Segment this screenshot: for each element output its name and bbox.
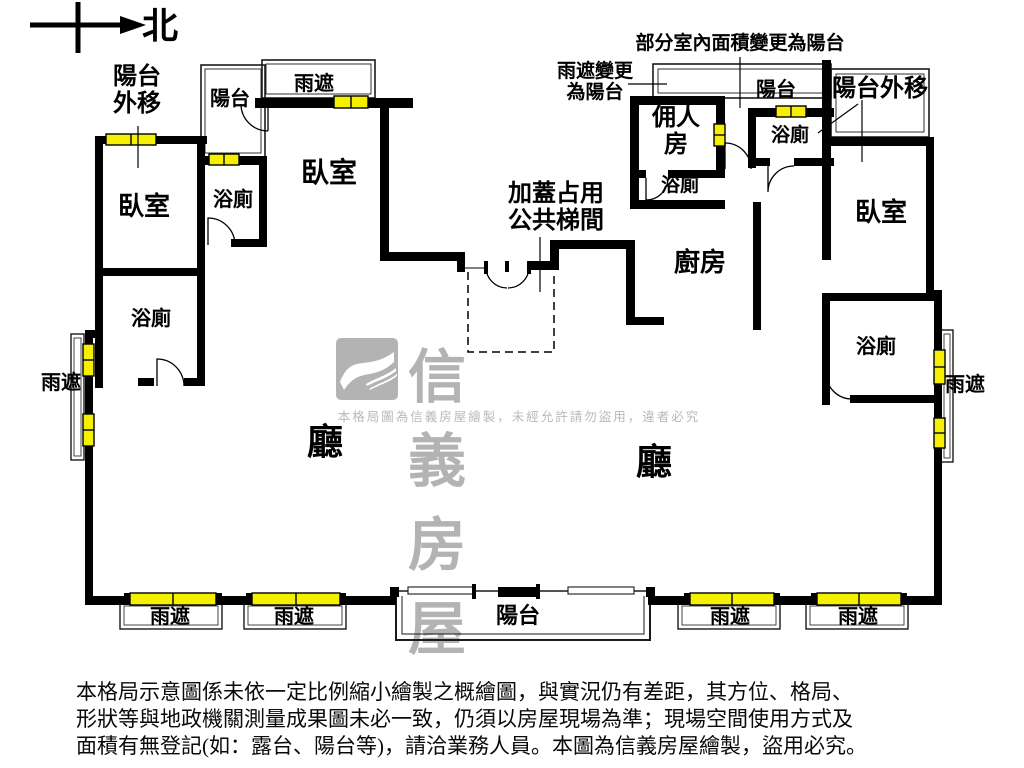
- label-bathroom-top-left: 浴廁: [213, 189, 253, 211]
- label-kitchen: 廚房: [674, 248, 727, 277]
- label-rainshade-left: 雨遮: [41, 372, 81, 394]
- label-rainshade-bottom-2: 雨遮: [274, 606, 314, 628]
- label-occupied-stairwell: 加蓋占用 公共梯間: [508, 181, 604, 234]
- compass-icon: [30, 2, 146, 53]
- label-balcony-moved-out-left: 陽台 外移: [113, 64, 161, 117]
- label-bedroom-top-left: 臥室: [118, 192, 171, 221]
- label-hall-left: 廳: [307, 422, 344, 462]
- disclaimer-line-1: 本格局示意圖係未依一定比例縮小繪製之概繪圖，與實況仍有差距，其方位、格局、: [76, 680, 853, 704]
- label-rainshade-bottom-4: 雨遮: [838, 606, 878, 628]
- label-balcony-moved-out-right: 陽台外移: [832, 76, 928, 102]
- label-bathroom-right-lower: 浴廁: [856, 336, 896, 358]
- label-balcony-top-right: 陽台: [756, 79, 796, 101]
- label-bathroom-upper-right: 浴廁: [771, 125, 810, 146]
- disclaimer-line-3: 面積有無登記(如：露台、陽台等)，請洽業務人員。本圖為信義房屋繪製，盜用必究。: [76, 734, 867, 758]
- leader-lines: [137, 57, 863, 292]
- label-bedroom-center: 臥室: [301, 158, 358, 189]
- label-rainshade-bottom-3: 雨遮: [710, 606, 750, 628]
- walls: [85, 60, 942, 605]
- disclaimer-line-2: 形狀等與地政機關測量成果圖未必一致，仍須以房屋現場為準；現場空間使用方式及: [76, 707, 853, 731]
- windows: [82, 95, 946, 606]
- north-label: 北: [142, 6, 179, 46]
- label-rainshade-right: 雨遮: [945, 374, 985, 396]
- label-bathroom-left-lower: 浴廁: [131, 308, 171, 330]
- balcony-outline: [390, 584, 655, 641]
- label-bathroom-servant: 浴廁: [661, 175, 700, 196]
- annotation-interior-to-balcony: 部分室內面積變更為陽台: [635, 33, 845, 54]
- label-balcony-bottom: 陽台: [496, 603, 541, 628]
- label-rainshade-bottom-1: 雨遮: [150, 606, 190, 628]
- annotation-rainshade-to-balcony: 雨遮變更 為陽台: [556, 61, 633, 104]
- watermark-brand: 信義房屋: [408, 345, 480, 662]
- watermark-tagline: 本格局圖為信義房屋繪製，未經允許請勿盜用，違者必究: [337, 410, 701, 424]
- label-servant-room: 佣人 房: [652, 105, 700, 158]
- label-bedroom-right: 臥室: [855, 198, 908, 227]
- sinyi-logo-icon: [336, 338, 398, 400]
- label-hall-right: 廳: [636, 442, 673, 482]
- label-balcony-top-left: 陽台: [210, 88, 250, 110]
- door-arcs: [156, 103, 853, 400]
- label-rainshade-top: 雨遮: [294, 73, 334, 95]
- dashed-stairwell: [467, 272, 555, 353]
